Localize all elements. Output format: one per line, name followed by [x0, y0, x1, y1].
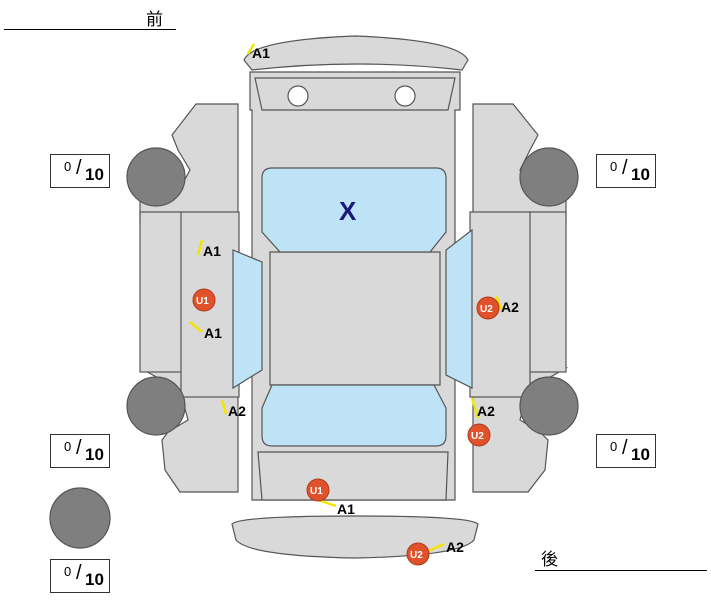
scratch-stroke — [189, 321, 203, 333]
rear-right-tire — [519, 376, 579, 436]
tread-max: 10 — [85, 570, 104, 589]
windshield-damage-mark: X — [339, 196, 357, 226]
front-bumper — [243, 35, 469, 71]
left-rocker-panel — [139, 211, 183, 373]
front-label: 前 — [146, 10, 163, 30]
right-rocker-panel — [527, 211, 567, 373]
tread-max: 10 — [631, 445, 650, 464]
scratch-stroke — [220, 399, 228, 415]
damage-code-left-front-door-upper: A1 — [203, 243, 221, 259]
windshield — [261, 167, 447, 253]
damage-code-right-door-dent: U2 — [480, 304, 493, 315]
tread-slash: / — [622, 437, 628, 459]
tread-value: 0 — [64, 564, 72, 579]
tread-gauge-rear-right: 0 / 10 — [596, 434, 656, 468]
front-left-tire — [126, 147, 186, 207]
damage-code-front-bumper: A1 — [252, 45, 270, 61]
damage-code-left-door-dent: U1 — [196, 296, 209, 307]
damage-code-right-rear-quarter: A2 — [477, 403, 495, 419]
damage-code-left-front-door-lower: A1 — [204, 325, 222, 341]
tread-gauge-rear-left: 0 / 10 — [50, 434, 110, 468]
damage-code-rear-bumper-scratch: A2 — [446, 539, 464, 555]
damage-code-right-rear-dent: U2 — [471, 431, 484, 442]
rear-left-tire — [126, 376, 186, 436]
rear-window — [261, 384, 447, 447]
left-headlight-icon — [287, 85, 309, 107]
trunk-lid — [257, 451, 449, 501]
left-side-window — [232, 249, 263, 390]
tread-max: 10 — [631, 165, 650, 184]
damage-code-trunk-dent: U1 — [310, 486, 323, 497]
dent-badge — [467, 423, 491, 447]
right-side-window — [445, 228, 473, 389]
hood — [254, 77, 456, 111]
front-right-tire — [519, 147, 579, 207]
rear-bumper — [231, 515, 479, 559]
dent-badge — [192, 288, 216, 312]
scratch-stroke — [196, 239, 204, 256]
rear-label-underline — [535, 570, 707, 571]
tread-slash: / — [76, 562, 82, 584]
tread-slash: / — [76, 437, 82, 459]
damage-code-right-door-scratch: A2 — [501, 299, 519, 315]
damage-code-trunk-scratch: A1 — [337, 501, 355, 517]
damage-code-left-rear-quarter: A2 — [228, 403, 246, 419]
scratch-stroke — [494, 295, 504, 311]
tread-slash: / — [622, 157, 628, 179]
tread-max: 10 — [85, 445, 104, 464]
tread-slash: / — [76, 157, 82, 179]
tread-gauge-front-right: 0 / 10 — [596, 154, 656, 188]
tread-gauge-spare: 0 / 10 — [50, 559, 110, 593]
tread-value: 0 — [64, 439, 72, 454]
tread-max: 10 — [85, 165, 104, 184]
tread-value: 0 — [64, 159, 72, 174]
dent-badge — [306, 478, 330, 502]
tread-gauge-front-left: 0 / 10 — [50, 154, 110, 188]
right-headlight-icon — [394, 85, 416, 107]
scratch-stroke — [470, 397, 480, 419]
scratch-stroke — [246, 43, 256, 55]
tread-value: 0 — [610, 439, 618, 454]
tread-value: 0 — [610, 159, 618, 174]
spare-tire — [49, 487, 111, 549]
dent-badge — [476, 296, 500, 320]
roof — [269, 251, 441, 386]
damage-code-rear-bumper-dent: U2 — [410, 550, 423, 561]
front-label-underline — [4, 29, 176, 30]
rear-label: 後 — [541, 550, 558, 570]
dent-badge — [406, 542, 430, 566]
